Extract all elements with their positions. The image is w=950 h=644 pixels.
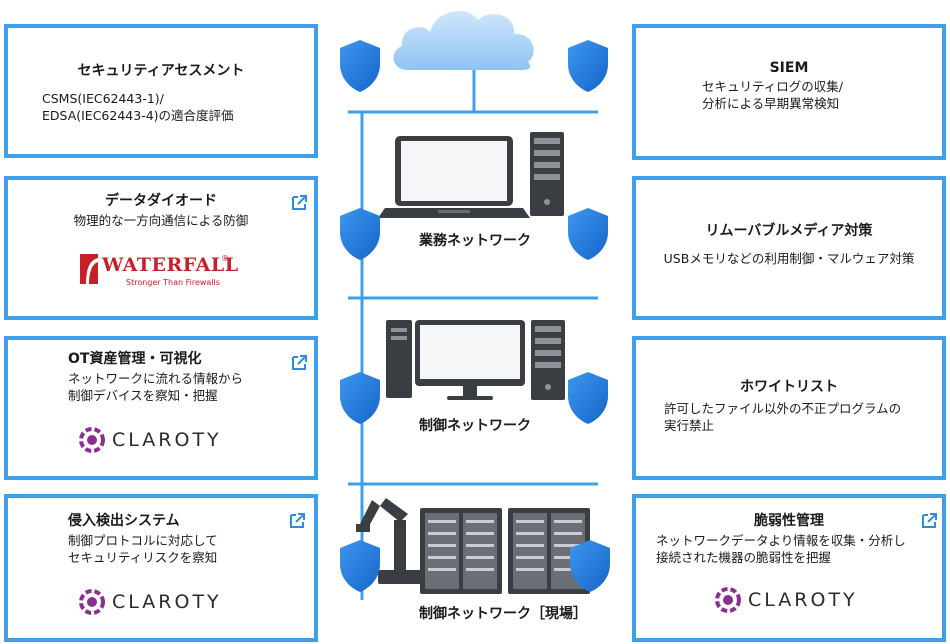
shield-icon [340,208,380,260]
waterfall-wordmark: WATERFALL [102,254,239,276]
card-description: セキュリティリスクを察知 [68,550,218,565]
card-title: OT資産管理・可視化 [68,351,202,367]
card-vulnerability-management: 脆弱性管理 ネットワークデータより情報を収集・分析し 接続された機器の脆弱性を把… [632,494,946,642]
card-description: 制御プロトコルに対応して [68,533,218,548]
card-data-diode: データダイオード 物理的な一方向通信による防御 WATERFALL ® Stro… [4,176,318,320]
card-title: リムーバブルメディア対策 [705,223,873,239]
claroty-mark-icon [79,427,105,453]
card-removable-media: リムーバブルメディア対策 USBメモリなどの利用制御・マルウェア対策 [632,176,946,320]
shield-icon [568,208,608,260]
shield-icon [568,40,608,92]
card-title: データダイオード [105,193,217,209]
card-description: ネットワークデータより情報を収集・分析し [656,533,906,548]
card-description: 許可したファイル以外の不正プログラムの [664,401,902,416]
shield-icon [568,372,608,424]
card-description: EDSA(IEC62443-4)の適合度評価 [42,108,234,123]
server-rack-icon [420,508,502,594]
server-tower-icon [530,132,564,216]
waterfall-logo[interactable]: WATERFALL ® Stronger Than Firewalls [78,250,238,290]
external-link-icon[interactable] [288,512,306,530]
shield-icon [570,540,610,592]
card-siem: SIEM セキュリティログの収集/ 分析による早期異常検知 [632,24,946,160]
desktop-pc-icon [386,320,412,398]
card-description: セキュリティログの収集/ [702,79,843,94]
external-link-icon[interactable] [290,354,308,372]
card-title: セキュリティアセスメント [77,63,245,79]
card-whitelist: ホワイトリスト 許可したファイル以外の不正プログラムの 実行禁止 [632,336,946,480]
card-title: ホワイトリスト [740,379,838,395]
waterfall-mark-icon [80,254,98,284]
control-network-label: 制御ネットワーク [419,418,531,434]
claroty-wordmark: CLAROTY [112,591,222,613]
card-description: ネットワークに流れる情報から [68,371,244,386]
card-title: 脆弱性管理 [754,513,824,529]
field-network-label: 制御ネットワーク［現場］ [419,606,587,622]
waterfall-tagline: Stronger Than Firewalls [126,278,220,287]
card-description: USBメモリなどの利用制御・マルウェア対策 [663,251,915,266]
card-description: CSMS(IEC62443-1)/ [42,91,164,106]
claroty-mark-icon [79,589,105,615]
card-description: 分析による早期異常検知 [702,96,840,111]
external-link-icon[interactable] [290,194,308,212]
claroty-logo[interactable]: CLAROTY [714,586,874,616]
claroty-mark-icon [715,587,741,613]
waterfall-registered-mark: ® [221,254,229,263]
claroty-wordmark: CLAROTY [748,589,858,611]
card-title: 侵入検出システム [68,513,180,529]
card-description: 物理的な一方向通信による防御 [73,213,249,228]
shield-icon [340,40,380,92]
shield-icon [340,540,380,592]
claroty-logo[interactable]: CLAROTY [78,426,238,456]
card-intrusion-detection: 侵入検出システム 制御プロトコルに対応して セキュリティリスクを察知 CLARO… [4,494,318,642]
card-security-assessment: セキュリティアセスメント CSMS(IEC62443-1)/ EDSA(IEC6… [4,24,318,158]
claroty-wordmark: CLAROTY [112,429,222,451]
card-description: 実行禁止 [664,418,715,433]
robot-arm-icon [356,498,422,584]
card-ot-asset-management: OT資産管理・可視化 ネットワークに流れる情報から 制御デバイスを察知・把握 C… [4,336,318,480]
card-title: SIEM [769,60,809,76]
server-tower-icon [531,320,565,400]
external-link-icon[interactable] [920,512,938,530]
business-network-label: 業務ネットワーク [419,233,531,249]
card-description: 接続された機器の脆弱性を把握 [656,550,832,565]
cloud-icon [393,10,534,71]
laptop-icon [378,136,530,218]
shield-icon [340,372,380,424]
card-description: 制御デバイスを察知・把握 [68,388,218,403]
claroty-logo[interactable]: CLAROTY [78,588,238,618]
monitor-icon [415,320,525,400]
